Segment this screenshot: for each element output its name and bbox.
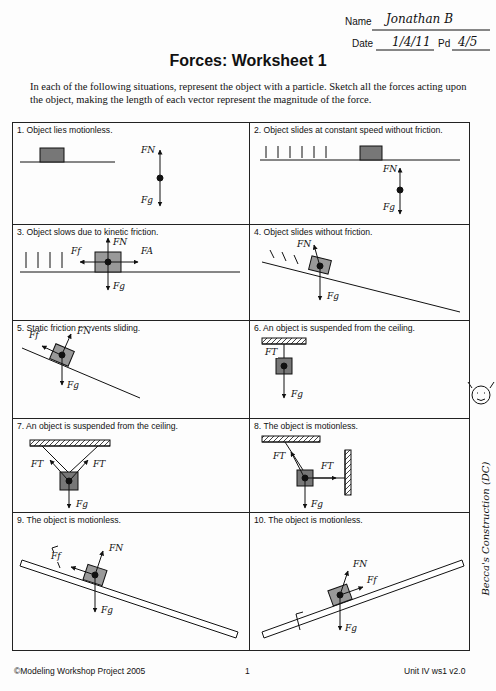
field-label: Name: [345, 16, 372, 27]
force-label: FT: [320, 462, 334, 472]
force-label: FT: [30, 460, 44, 470]
force-label: FN: [140, 146, 156, 156]
cell-caption: 8. The object is motionless.: [250, 419, 469, 433]
force-label: FN: [382, 165, 398, 175]
force-label: FN: [108, 544, 124, 554]
situation-cell: 7. An object is suspended from the ceili…: [12, 418, 250, 513]
force-label: Ff: [70, 247, 82, 257]
field-label: Pd: [438, 38, 450, 49]
handwritten-entry: 1/4/11: [392, 35, 431, 49]
cell-caption: 9. The object is motionless.: [13, 513, 249, 527]
force-label: Fg: [382, 203, 396, 213]
force-label: Ff: [28, 331, 40, 341]
worksheet-title: Forces: Worksheet 1: [0, 52, 496, 70]
force-label: Fg: [100, 606, 114, 616]
force-label: Fg: [112, 282, 126, 292]
force-label: Fg: [66, 381, 80, 391]
force-label: FT: [264, 348, 278, 358]
force-label: Fg: [140, 196, 154, 206]
situation-cell: 10. The object is motionless.: [249, 512, 470, 651]
situation-cell: 5. Static friction prevents sliding.: [12, 320, 250, 419]
situation-cell: 9. The object is motionless.: [12, 512, 250, 651]
cell-caption: 5. Static friction prevents sliding.: [13, 321, 249, 335]
force-label: Fg: [75, 500, 89, 510]
margin-note: Becca's Construction (DC): [480, 466, 491, 596]
handwritten-entry: Jonathan B: [386, 12, 453, 26]
force-label: Fg: [310, 500, 324, 510]
cell-caption: 10. The object is motionless.: [250, 513, 469, 527]
force-label: Ff: [366, 576, 378, 586]
force-label: FT: [92, 460, 106, 470]
force-label: Fg: [344, 624, 358, 634]
situation-cell: 1. Object lies motionless.: [12, 122, 250, 225]
field-label: Date: [352, 38, 373, 49]
cell-caption: 3. Object slows due to kinetic friction.: [13, 225, 249, 239]
cell-caption: 2. Object slides at constant speed witho…: [250, 123, 469, 137]
force-label: FN: [352, 560, 368, 570]
force-label: Ff: [50, 552, 62, 562]
situation-cell: 3. Object slows due to kinetic friction.: [12, 224, 250, 321]
handwritten-entry: 4/5: [458, 35, 477, 49]
cell-caption: 6. An object is suspended from the ceili…: [250, 321, 469, 335]
force-label: Fg: [290, 390, 304, 400]
situation-cell: 6. An object is suspended from the ceili…: [249, 320, 470, 419]
force-label: FN: [112, 238, 128, 248]
situation-cell: 2. Object slides at constant speed witho…: [249, 122, 470, 225]
cell-caption: 7. An object is suspended from the ceili…: [13, 419, 249, 433]
situation-cell: 8. The object is motionless.: [249, 418, 470, 513]
footer-text: ©Modeling Workshop Project 2005: [14, 666, 145, 676]
force-label: FT: [272, 452, 286, 462]
cell-caption: 1. Object lies motionless.: [13, 123, 249, 137]
force-label: Fg: [326, 292, 340, 302]
force-label: FA: [140, 247, 154, 257]
force-label: FN: [76, 327, 92, 337]
footer-text: Unit IV ws1 v2.0: [404, 666, 465, 676]
page-number: 1: [245, 666, 250, 676]
force-label: FN: [296, 240, 312, 250]
cell-caption: 4. Object slides without friction.: [250, 225, 469, 239]
situation-cell: 4. Object slides without friction.: [249, 224, 470, 321]
instructions: In each of the following situations, rep…: [30, 80, 470, 106]
